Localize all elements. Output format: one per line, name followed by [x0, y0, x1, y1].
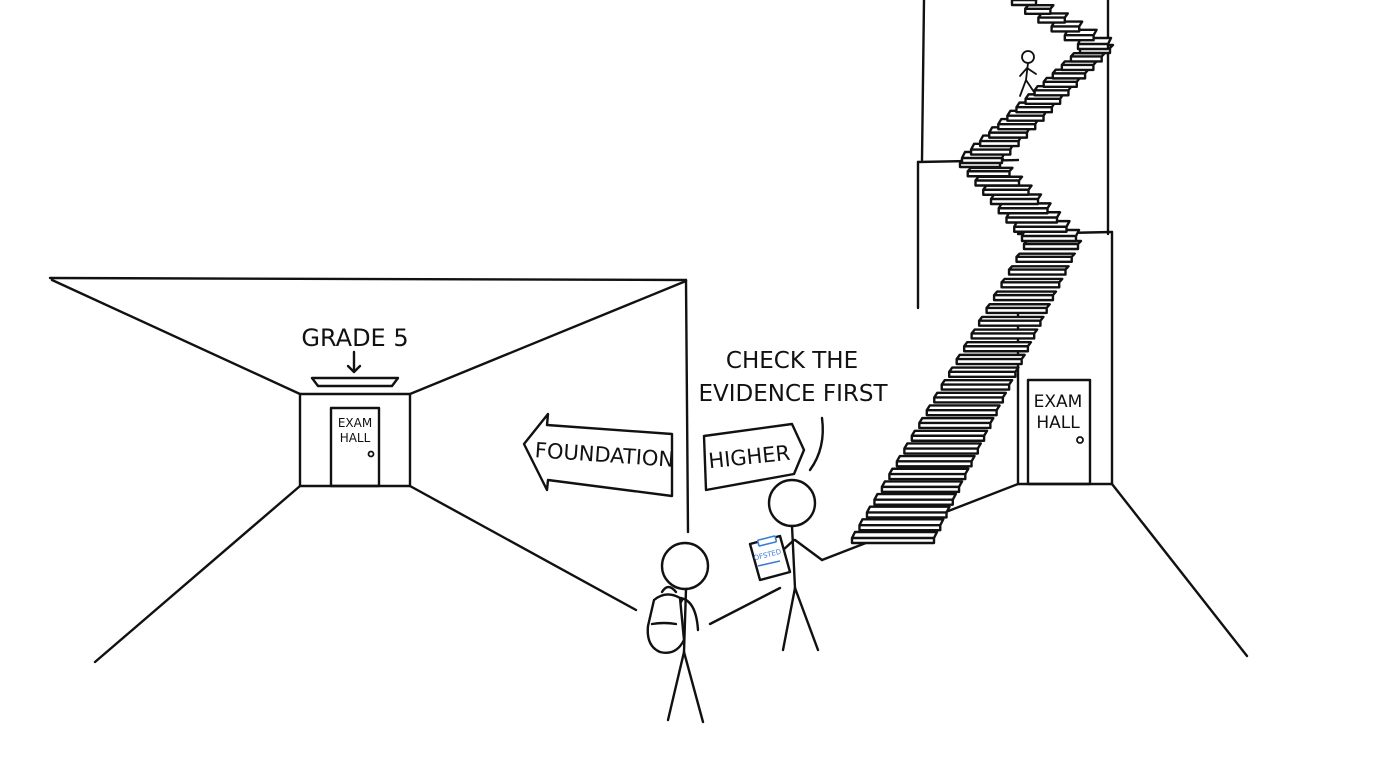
stair-step — [873, 492, 957, 506]
stair-step — [974, 175, 1024, 187]
clipboard-icon[interactable]: OFSTED — [748, 534, 792, 582]
stair-step — [888, 467, 970, 481]
stair-step — [970, 328, 1039, 340]
door-knob-icon — [367, 450, 375, 458]
stair-step — [1069, 52, 1106, 63]
speech-bubble: CHECK THE EVIDENCE FIRST — [698, 348, 888, 472]
stair-step — [1007, 265, 1070, 276]
stair-step — [925, 404, 1001, 417]
stair-step — [895, 454, 976, 468]
stair-step — [966, 166, 1014, 178]
stair-step — [985, 303, 1051, 315]
stair-step — [992, 290, 1058, 302]
stair-step — [918, 416, 995, 430]
stair-step — [940, 378, 1014, 391]
stair-step — [1010, 0, 1038, 7]
stair-step — [1050, 20, 1084, 33]
higher-arrow-sign[interactable]: HIGHER — [702, 422, 806, 492]
stair-step — [962, 341, 1033, 353]
stair-step — [1042, 76, 1081, 89]
stair-step — [989, 193, 1043, 206]
backpack-icon — [646, 585, 700, 654]
door-label-left-line2: HALL — [340, 431, 371, 445]
stair-step — [948, 366, 1020, 379]
stair-step — [1037, 12, 1069, 24]
stair-step — [1060, 60, 1098, 72]
stair-step — [1024, 93, 1065, 105]
stair-step — [982, 184, 1033, 196]
stair-step — [910, 429, 989, 442]
ceiling-light — [310, 376, 400, 388]
stair-step — [880, 480, 964, 494]
stair-step — [903, 442, 983, 455]
stair-step — [1005, 211, 1062, 224]
down-arrow-icon — [346, 350, 362, 374]
stair-step — [977, 315, 1045, 327]
stair-step — [858, 518, 945, 532]
stair-step — [955, 353, 1026, 366]
door-knob-icon — [1076, 436, 1084, 444]
student-figure — [646, 541, 782, 724]
door-label-right-line2: HALL — [1036, 413, 1080, 433]
stair-step — [1015, 252, 1076, 263]
speech-line2: EVIDENCE FIRST — [698, 381, 888, 407]
stair-step — [850, 530, 939, 545]
inspector-figure: OFSTED — [748, 478, 824, 652]
exam-hall-door-left[interactable] — [329, 406, 381, 488]
grade-label: GRADE 5 — [301, 324, 408, 352]
climbing-figure — [1019, 50, 1037, 97]
exam-hall-door-right[interactable] — [1026, 378, 1092, 486]
stair-step — [933, 391, 1008, 404]
stair-step — [1000, 277, 1064, 289]
speech-tail — [808, 416, 824, 472]
door-label-right-line1: EXAM — [1034, 392, 1083, 412]
staircase — [850, 0, 1115, 545]
speech-line1: CHECK THE — [726, 348, 858, 374]
stair-step — [1024, 4, 1055, 15]
left-corridor: GRADE 5 EXAM HALL — [48, 276, 690, 664]
foundation-arrow-sign[interactable]: FOUNDATION — [522, 412, 675, 498]
stair-step — [865, 505, 951, 519]
door-label-left-line1: EXAM — [338, 416, 372, 430]
